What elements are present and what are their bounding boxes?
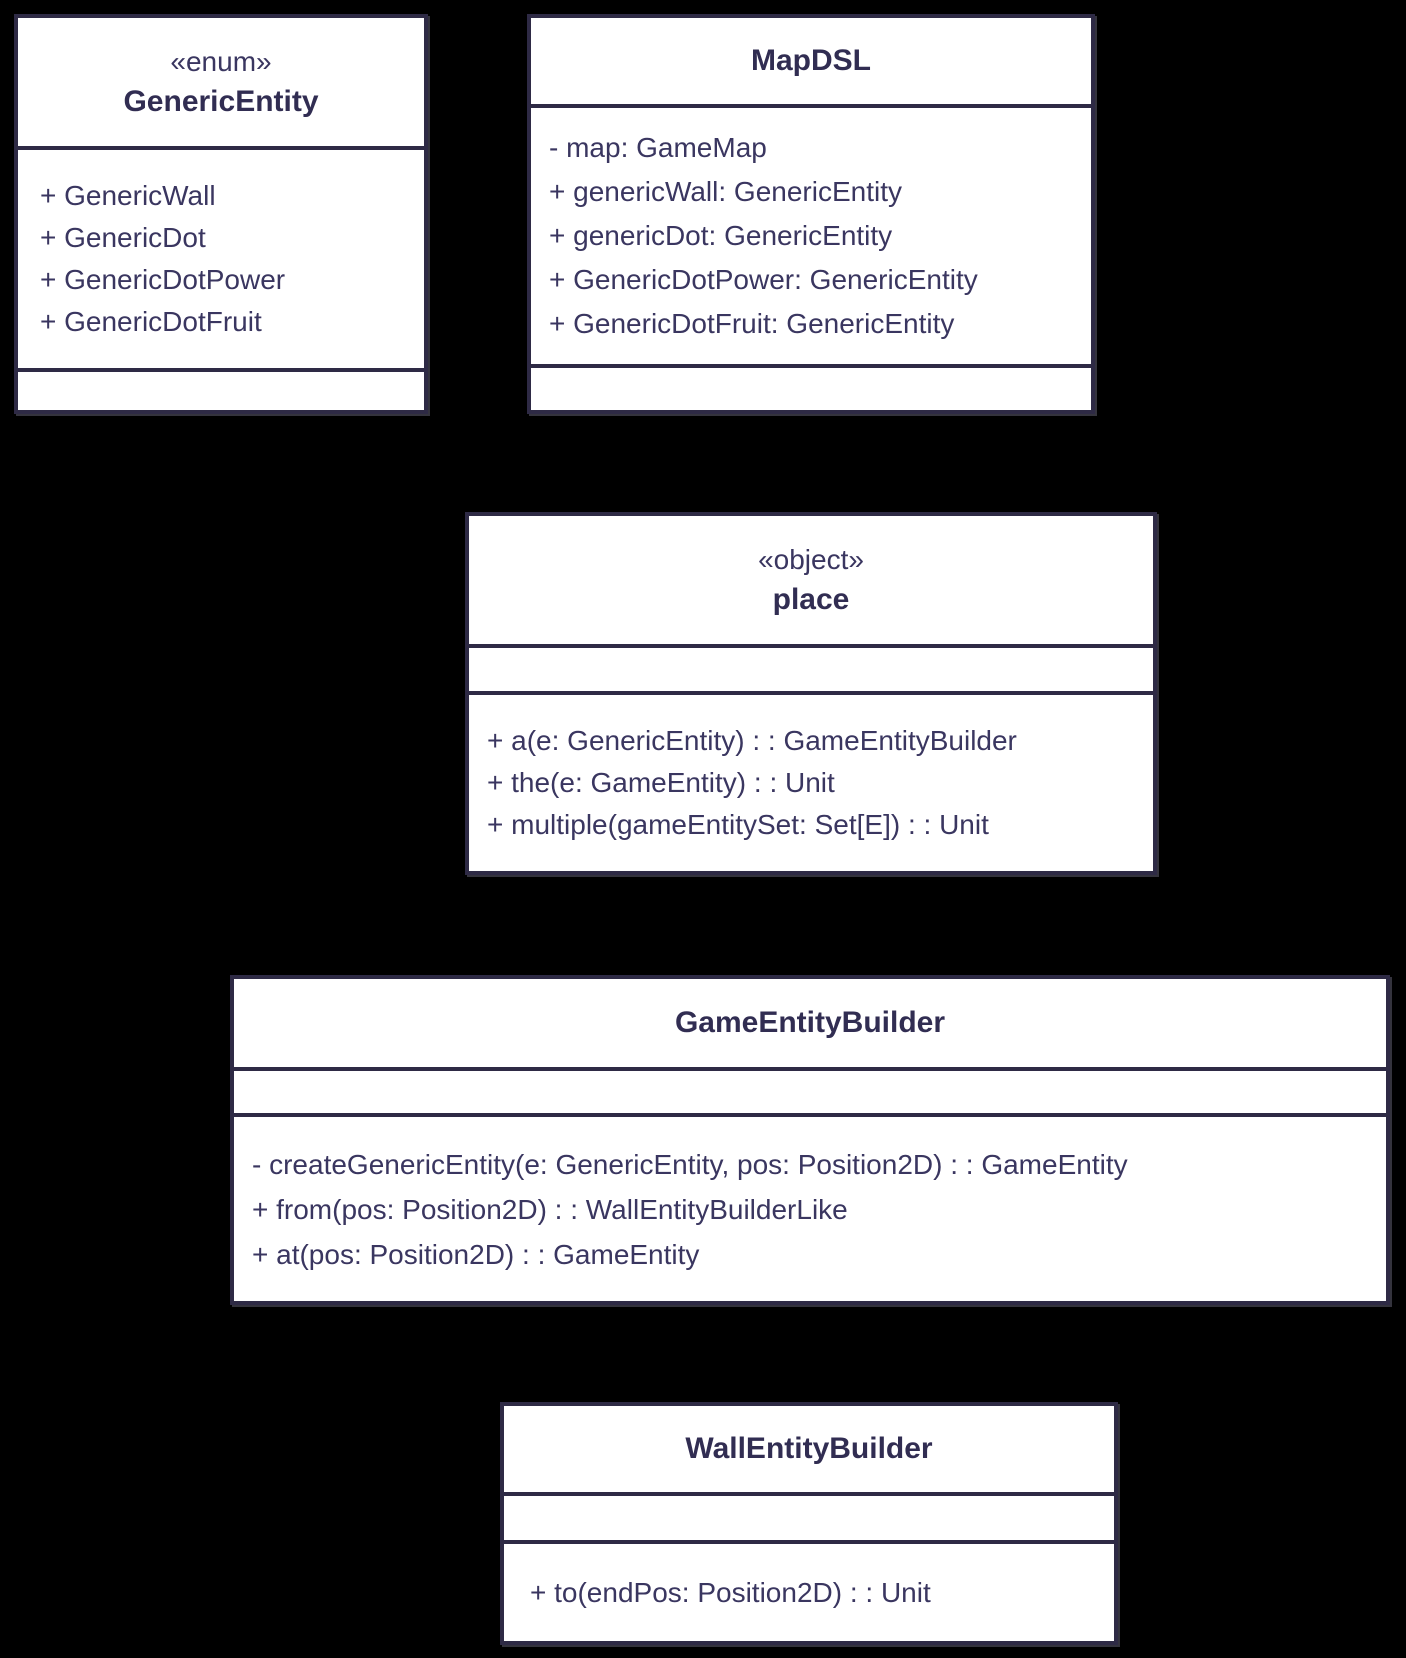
methods-section-empty bbox=[531, 364, 1091, 410]
attributes-section-empty bbox=[504, 1492, 1114, 1540]
method: + at(pos: Position2D) : : GameEntity bbox=[252, 1238, 700, 1270]
class-header: MapDSL bbox=[531, 18, 1091, 104]
attributes-section-empty bbox=[234, 1067, 1386, 1113]
methods-section: + to(endPos: Position2D) : : Unit bbox=[504, 1540, 1114, 1641]
class-box-map-dsl: MapDSL - map: GameMap + genericWall: Gen… bbox=[527, 14, 1095, 414]
method: + the(e: GameEntity) : : Unit bbox=[487, 767, 835, 798]
class-stereotype: «enum» bbox=[170, 46, 272, 77]
class-name: GenericEntity bbox=[123, 85, 319, 118]
methods-section: + a(e: GenericEntity) : : GameEntityBuil… bbox=[469, 691, 1153, 871]
class-name: GameEntityBuilder bbox=[674, 1006, 946, 1039]
class-box-generic-entity: «enum» GenericEntity + GenericWall + Gen… bbox=[14, 14, 428, 414]
method: + to(endPos: Position2D) : : Unit bbox=[530, 1576, 931, 1608]
class-header: «enum» GenericEntity bbox=[18, 18, 424, 146]
method: - createGenericEntity(e: GenericEntity, … bbox=[252, 1148, 1128, 1180]
class-box-wall-entity-builder: WallEntityBuilder + to(endPos: Position2… bbox=[500, 1402, 1118, 1645]
class-header: WallEntityBuilder bbox=[504, 1406, 1114, 1492]
attribute: + genericWall: GenericEntity bbox=[549, 176, 902, 207]
attributes-section: + GenericWall + GenericDot + GenericDotP… bbox=[18, 146, 424, 368]
attribute: + GenericDotFruit bbox=[40, 306, 262, 337]
class-name: MapDSL bbox=[751, 44, 871, 77]
method: + a(e: GenericEntity) : : GameEntityBuil… bbox=[487, 725, 1017, 756]
attribute: + GenericDotPower bbox=[40, 264, 286, 295]
class-name: WallEntityBuilder bbox=[685, 1432, 933, 1465]
class-stereotype: «object» bbox=[758, 544, 864, 575]
attribute: + GenericWall bbox=[40, 180, 216, 211]
method: + from(pos: Position2D) : : WallEntityBu… bbox=[252, 1193, 848, 1225]
methods-section: - createGenericEntity(e: GenericEntity, … bbox=[234, 1113, 1386, 1301]
attribute: + GenericDot bbox=[40, 222, 206, 253]
class-name: place bbox=[772, 583, 850, 616]
attribute: - map: GameMap bbox=[549, 132, 767, 163]
attribute: + GenericDotFruit: GenericEntity bbox=[549, 308, 955, 339]
attribute: + GenericDotPower: GenericEntity bbox=[549, 264, 978, 295]
method: + multiple(gameEntitySet: Set[E]) : : Un… bbox=[487, 809, 989, 840]
attributes-section-empty bbox=[469, 644, 1153, 691]
class-header: GameEntityBuilder bbox=[234, 979, 1386, 1067]
attributes-section: - map: GameMap + genericWall: GenericEnt… bbox=[531, 104, 1091, 364]
attribute: + genericDot: GenericEntity bbox=[549, 220, 893, 251]
class-header: «object» place bbox=[469, 516, 1153, 644]
class-box-game-entity-builder: GameEntityBuilder - createGenericEntity(… bbox=[230, 975, 1390, 1305]
methods-section-empty bbox=[18, 368, 424, 410]
class-box-place: «object» place + a(e: GenericEntity) : :… bbox=[465, 512, 1157, 875]
